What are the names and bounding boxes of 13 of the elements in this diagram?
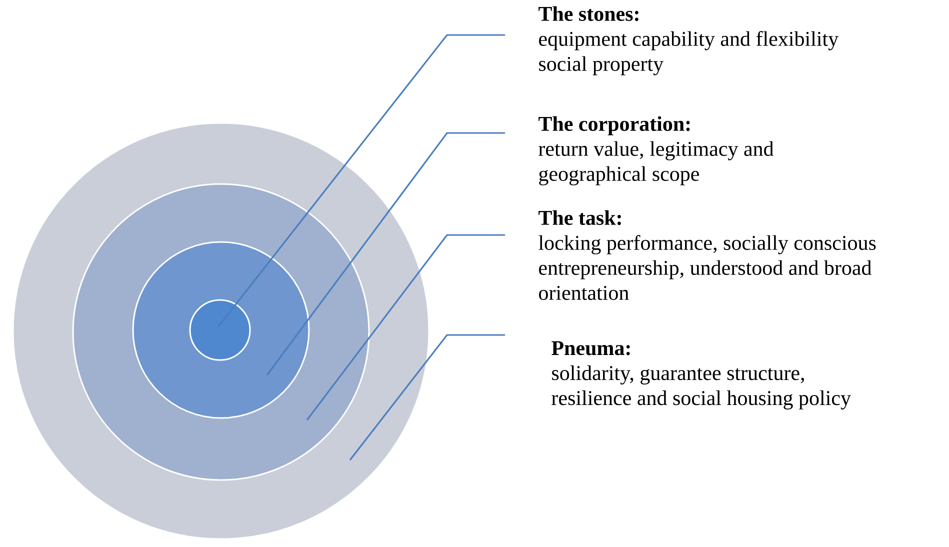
description: locking performance, socially conscious entrepreneurship, understood and broad orientation: [538, 234, 876, 300]
description: solidarity, guarantee structure, resilience and social housing policy: [552, 365, 851, 410]
circle: [189, 299, 251, 361]
heading: The stones:: [538, 6, 638, 22]
leader-line: [217, 34, 505, 328]
leader-line: [306, 234, 505, 420]
heading: The task:: [538, 210, 621, 226]
description: return value, legitimacy and geographical scope: [538, 141, 774, 186]
heading: Pneuma:: [552, 341, 630, 356]
description: equipment capability and flexibility social property: [539, 30, 838, 76]
leader-line: [266, 132, 505, 376]
heading: The corporation:: [538, 116, 690, 136]
leader-line: [349, 334, 505, 460]
